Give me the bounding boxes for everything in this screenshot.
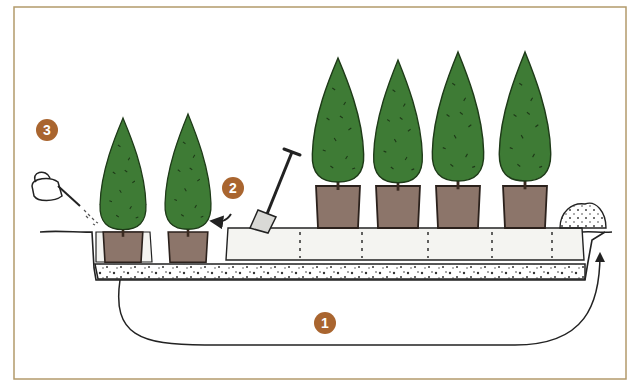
callout-number: 3 [36, 119, 58, 141]
callout-number: 2 [222, 177, 244, 199]
conifer [165, 114, 211, 237]
pot [436, 186, 480, 228]
conifer [499, 52, 550, 189]
pot [376, 186, 420, 228]
watering-can [32, 172, 98, 225]
backfill-arrow [212, 214, 231, 221]
soil-dividers [300, 232, 552, 258]
soil-fill [226, 228, 584, 260]
spade [250, 149, 300, 233]
frame [14, 7, 626, 379]
conifer [100, 118, 146, 237]
soil-heap [560, 203, 606, 228]
pot [503, 186, 547, 228]
gravel-layer [95, 264, 585, 279]
ground-line [582, 231, 612, 233]
pot [316, 186, 360, 228]
conifer [432, 52, 483, 189]
callout-number: 1 [314, 312, 336, 334]
conifer [374, 60, 423, 191]
conifer [312, 58, 363, 190]
